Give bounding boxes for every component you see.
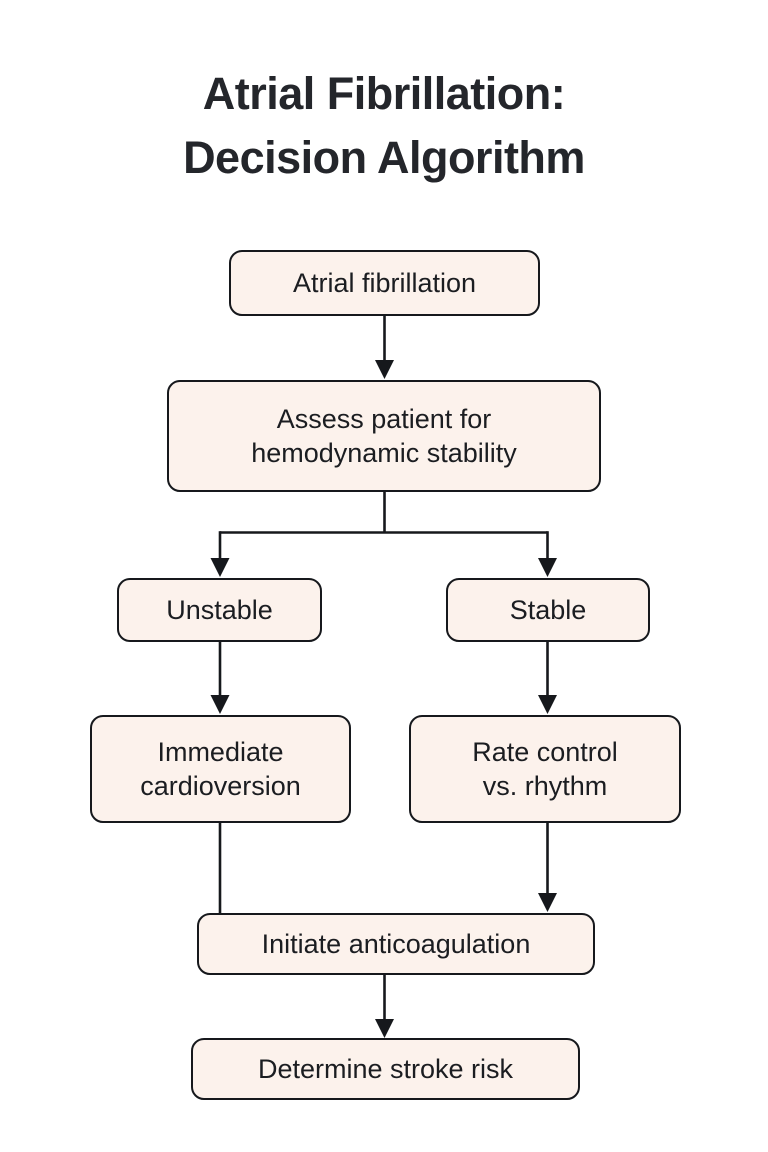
node-assess-hemodynamic-stability[interactable]: Assess patient for hemodynamic stability [167,380,601,492]
page-title: Atrial Fibrillation: Decision Algorithm [183,68,585,183]
edge-assess-to-unstable [210,531,230,577]
edge-anticoagulation-to-stroke-risk [375,975,394,1038]
node-atrial-fibrillation[interactable]: Atrial fibrillation [229,250,540,316]
node-initiate-anticoagulation[interactable]: Initiate anticoagulation [197,913,595,975]
edge-stable-to-rate-rhythm [538,642,557,714]
edge-afib-to-assess [375,316,394,379]
node-unstable[interactable]: Unstable [117,578,322,642]
edge-rate-rhythm-to-anticoagulation [538,823,557,912]
edge-unstable-to-cardioversion [210,642,230,714]
node-immediate-cardioversion[interactable]: Immediate cardioversion [90,715,351,823]
edge-assess-split [220,492,548,534]
node-determine-stroke-risk[interactable]: Determine stroke risk [191,1038,580,1100]
node-rate-control-vs-rhythm[interactable]: Rate control vs. rhythm [409,715,681,823]
edge-assess-to-stable [538,531,557,577]
node-stable[interactable]: Stable [446,578,650,642]
